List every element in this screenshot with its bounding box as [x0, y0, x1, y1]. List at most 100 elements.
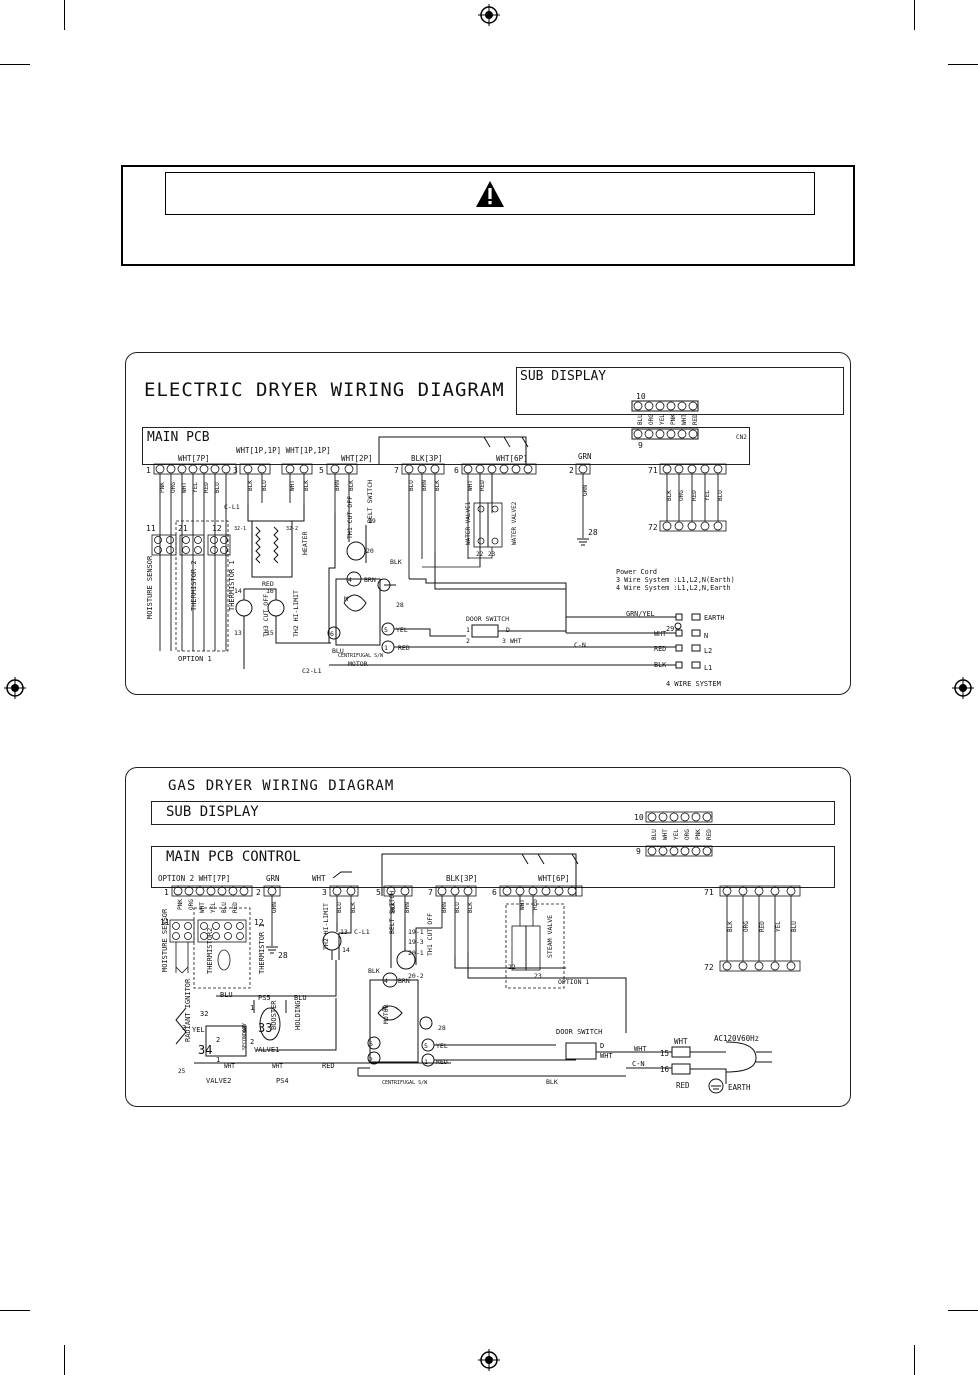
svg-text:29: 29: [666, 625, 674, 633]
svg-text:PNK: PNK: [177, 899, 184, 910]
svg-text:MOTOR: MOTOR: [382, 1004, 390, 1024]
svg-text:YEL: YEL: [396, 626, 408, 634]
svg-text:22: 22: [508, 963, 516, 971]
svg-text:WHT: WHT: [681, 414, 688, 425]
svg-text:1: 1: [216, 1056, 220, 1064]
svg-text:BLU: BLU: [637, 414, 644, 425]
svg-text:THERMISTOR2: THERMISTOR2: [206, 928, 214, 974]
svg-text:12: 12: [254, 918, 264, 927]
svg-text:7: 7: [394, 466, 399, 475]
svg-text:L2: L2: [704, 647, 712, 655]
svg-text:YEL: YEL: [436, 1042, 448, 1050]
svg-text:GRN: GRN: [271, 902, 278, 913]
svg-text:2: 2: [369, 1056, 373, 1064]
svg-text:WHT: WHT: [272, 1063, 283, 1070]
svg-text:D: D: [506, 626, 510, 634]
svg-text:N: N: [704, 632, 708, 640]
registration-mark-icon: [952, 677, 974, 699]
svg-text:28: 28: [278, 951, 288, 960]
registration-mark-icon: [4, 677, 26, 699]
svg-text:BLK[3P]: BLK[3P]: [446, 874, 478, 883]
crop-mark: [64, 0, 65, 30]
svg-text:16: 16: [660, 1065, 670, 1074]
svg-text:BLK: BLK: [350, 902, 357, 913]
svg-text:PNK: PNK: [695, 829, 702, 840]
svg-text:BLU: BLU: [214, 482, 221, 493]
svg-text:STEAM VALVE: STEAM VALVE: [546, 915, 554, 958]
svg-text:RED: RED: [654, 645, 666, 653]
svg-text:BRN: BRN: [364, 576, 376, 584]
svg-text:28: 28: [438, 1024, 446, 1032]
svg-text:9: 9: [636, 847, 641, 856]
svg-text:28: 28: [588, 528, 598, 537]
svg-text:WHT: WHT: [674, 1037, 688, 1046]
svg-text:C-L1: C-L1: [354, 928, 370, 936]
svg-text:3: 3: [233, 466, 238, 475]
svg-text:15: 15: [660, 1049, 669, 1058]
svg-text:ORG: ORG: [684, 829, 691, 840]
warning-box: [121, 165, 855, 266]
svg-text:HOLDING: HOLDING: [294, 1000, 302, 1030]
svg-text:WHT[6P]: WHT[6P]: [538, 874, 570, 883]
svg-text:DOOR SWITCH: DOOR SWITCH: [556, 1028, 602, 1036]
svg-text:C-N: C-N: [632, 1060, 645, 1068]
svg-text:BLU: BLU: [294, 994, 307, 1002]
svg-text:BLU: BLU: [651, 829, 658, 840]
power-cord-label: Power Cord: [616, 568, 657, 576]
svg-text:32: 32: [200, 1010, 208, 1018]
svg-text:23: 23: [488, 551, 496, 558]
svg-text:1: 1: [250, 1004, 254, 1012]
svg-text:6: 6: [454, 466, 459, 475]
sub-display-box: SUB DISPLAY: [516, 367, 844, 415]
svg-text:1: 1: [146, 466, 151, 475]
svg-text:OPTION 1: OPTION 1: [178, 655, 212, 663]
svg-text:72: 72: [704, 963, 714, 972]
svg-text:2: 2: [569, 466, 574, 475]
svg-text:4: 4: [348, 576, 352, 584]
svg-text:14: 14: [342, 946, 350, 954]
main-pcb-box: MAIN PCB: [142, 427, 750, 465]
svg-text:1: 1: [384, 644, 388, 652]
svg-text:PNK: PNK: [670, 414, 677, 425]
svg-text:BELT SWITCH: BELT SWITCH: [388, 891, 396, 934]
svg-text:VALVE1: VALVE1: [254, 1046, 279, 1054]
svg-text:CENTRIFUGAL S/W: CENTRIFUGAL S/W: [338, 653, 384, 659]
svg-text:BLU: BLU: [261, 480, 268, 491]
svg-text:BLK: BLK: [390, 558, 402, 566]
svg-text:RED: RED: [232, 902, 239, 913]
svg-text:13: 13: [340, 928, 348, 936]
crop-mark: [948, 1310, 978, 1311]
svg-text:BLK: BLK: [368, 967, 380, 975]
svg-text:WHT[1P,1P] WHT[1P,1P]: WHT[1P,1P] WHT[1P,1P]: [236, 446, 331, 455]
crop-mark: [914, 1345, 915, 1375]
svg-text:6: 6: [492, 888, 497, 897]
svg-text:32-2: 32-2: [286, 526, 298, 532]
svg-text:M: M: [344, 595, 348, 603]
svg-text:GRN: GRN: [266, 874, 280, 883]
svg-text:TH1 CUT OFF: TH1 CUT OFF: [426, 913, 434, 956]
svg-text:BLK: BLK: [727, 921, 734, 932]
main-pcb-box: MAIN PCB CONTROL: [151, 846, 835, 888]
svg-text:3: 3: [182, 1024, 186, 1032]
svg-text:BLK: BLK: [390, 902, 397, 913]
svg-text:BRN: BRN: [404, 902, 411, 913]
svg-text:WHT: WHT: [199, 902, 206, 913]
svg-text:YEL: YEL: [775, 921, 782, 932]
svg-text:YEL: YEL: [659, 414, 666, 425]
svg-text:BLK: BLK: [546, 1078, 558, 1086]
svg-text:BRN: BRN: [441, 902, 448, 913]
svg-text:TH1 CUT OFF: TH1 CUT OFF: [346, 496, 354, 539]
svg-text:11: 11: [146, 524, 156, 533]
svg-text:RED: RED: [759, 921, 766, 932]
svg-text:PNK: PNK: [159, 482, 166, 493]
svg-text:MOTOR: MOTOR: [348, 660, 368, 668]
svg-text:RED: RED: [262, 580, 274, 588]
svg-text:71: 71: [648, 466, 658, 475]
svg-text:BLK: BLK: [247, 480, 254, 491]
svg-text:WHT[6P]: WHT[6P]: [496, 454, 528, 463]
electric-diagram-title: ELECTRIC DRYER WIRING DIAGRAM: [144, 379, 505, 401]
svg-text:BOOSTER: BOOSTER: [270, 1000, 278, 1030]
svg-text:RED: RED: [398, 644, 410, 652]
svg-text:2: 2: [216, 1036, 220, 1044]
